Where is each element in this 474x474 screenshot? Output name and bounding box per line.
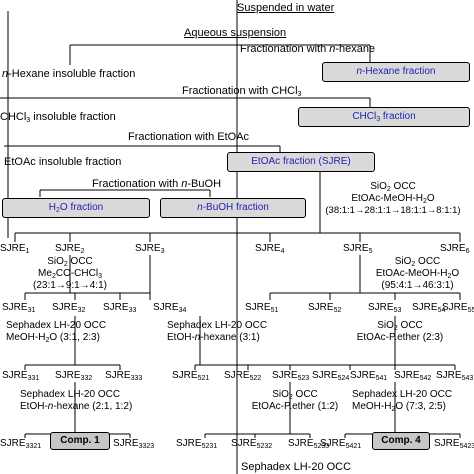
aqueous-suspension-label: Aqueous suspension <box>184 27 287 39</box>
compound-1-box: Comp. 1 <box>50 432 110 450</box>
chcl3-fraction-box: CHCl3 fraction <box>298 107 470 127</box>
hexane-insoluble-label: n-Hexane insoluble fraction <box>2 68 136 80</box>
chcl3-insoluble-label: CHCl3 insoluble fraction <box>0 111 116 124</box>
etoac-fraction-box: EtOAc fraction (SJRE) <box>227 152 375 172</box>
sjre-51: SJRE51 <box>245 302 279 314</box>
method-2: SiO2 OCC Me2CO-CHCl3 (23:1→9:1→4:1) <box>33 256 107 291</box>
method-4: Sephadex LH-20 OCC MeOH-H2O (3:1, 2:3) <box>6 320 107 344</box>
sjre-32: SJRE32 <box>52 302 86 314</box>
sjre-5: SJRE5 <box>343 243 373 255</box>
sjre-5233: SJRE5233 <box>288 438 330 450</box>
sjre-5231: SJRE5231 <box>176 438 218 450</box>
sjre-33: SJRE33 <box>103 302 137 314</box>
sjre-524: SJRE524 <box>312 370 350 382</box>
method-7: SiO2 OCC EtOAc-P.ether (1:2) <box>251 389 339 412</box>
sjre-5421: SJRE5421 <box>320 438 362 450</box>
buoh-fraction-box: n-BuOH fraction <box>160 198 306 218</box>
compound-4-box: Comp. 4 <box>372 432 430 450</box>
sjre-4: SJRE4 <box>255 243 285 255</box>
method-8: Sephadex LH-20 OCC EtOH-n-hexane (2:1, 1… <box>20 389 133 412</box>
sjre-6: SJRE6 <box>440 243 470 255</box>
sjre-34: SJRE34 <box>153 302 187 314</box>
sjre-542: SJRE542 <box>394 370 432 382</box>
chcl3-step-label: Fractionation with CHCl3 <box>182 85 302 98</box>
etoac-step-label: Fractionation with EtOAc <box>128 131 250 143</box>
method-9: Sephadex LH-20 OCC MeOH-H2O (7:3, 2:5) <box>352 389 453 413</box>
sjre-52: SJRE52 <box>308 302 342 314</box>
method-1: SiO2 OCC EtOAc-MeOH-H2O (38:1:1→28:1:1→1… <box>325 181 461 216</box>
buoh-step-label: Fractionation with n-BuOH <box>92 178 222 190</box>
method-3: SiO2 OCC EtOAc-MeOH-H2O (95:4:1→46:3:1) <box>375 256 460 291</box>
h2o-fraction-box: H2O fraction <box>2 198 150 218</box>
hexane-fraction-box: n-Hexane fraction <box>322 62 470 82</box>
sjre-543: SJRE543 <box>436 370 474 382</box>
sjre-53: SJRE53 <box>368 302 402 314</box>
sjre-521: SJRE521 <box>172 370 210 382</box>
hexane-step-label: Fractionation with n-hexane <box>240 43 376 55</box>
suspended-in-water-label: Suspended in water <box>237 2 335 14</box>
sjre-522: SJRE522 <box>224 370 262 382</box>
sjre-2: SJRE2 <box>55 243 85 255</box>
sjre-55: SJRE55 <box>442 302 474 314</box>
sjre-5423: SJRE5423 <box>434 438 474 450</box>
sjre-3323: SJRE3323 <box>113 438 155 450</box>
sjre-31: SJRE31 <box>2 302 36 314</box>
etoac-insoluble-label: EtOAc insoluble fraction <box>4 156 122 168</box>
sjre-541: SJRE541 <box>350 370 388 382</box>
sjre-332: SJRE332 <box>55 370 93 382</box>
sjre-1: SJRE1 <box>0 243 30 255</box>
sjre-3: SJRE3 <box>135 243 165 255</box>
sjre-5232: SJRE5232 <box>231 438 273 450</box>
sjre-3321: SJRE3321 <box>0 438 42 450</box>
sjre-54: SJRE54 <box>412 302 446 314</box>
sjre-523: SJRE523 <box>272 370 310 382</box>
method-5: Sephadex LH-20 OCC EtOH-n-hexane (3:1) <box>167 320 268 343</box>
method-6: SiO2 OCC EtOAc-P.ether (2:3) <box>356 320 444 343</box>
method-10: Sephadex LH-20 OCC <box>241 461 352 473</box>
sjre-331: SJRE331 <box>2 370 40 382</box>
sjre-333: SJRE333 <box>105 370 143 382</box>
